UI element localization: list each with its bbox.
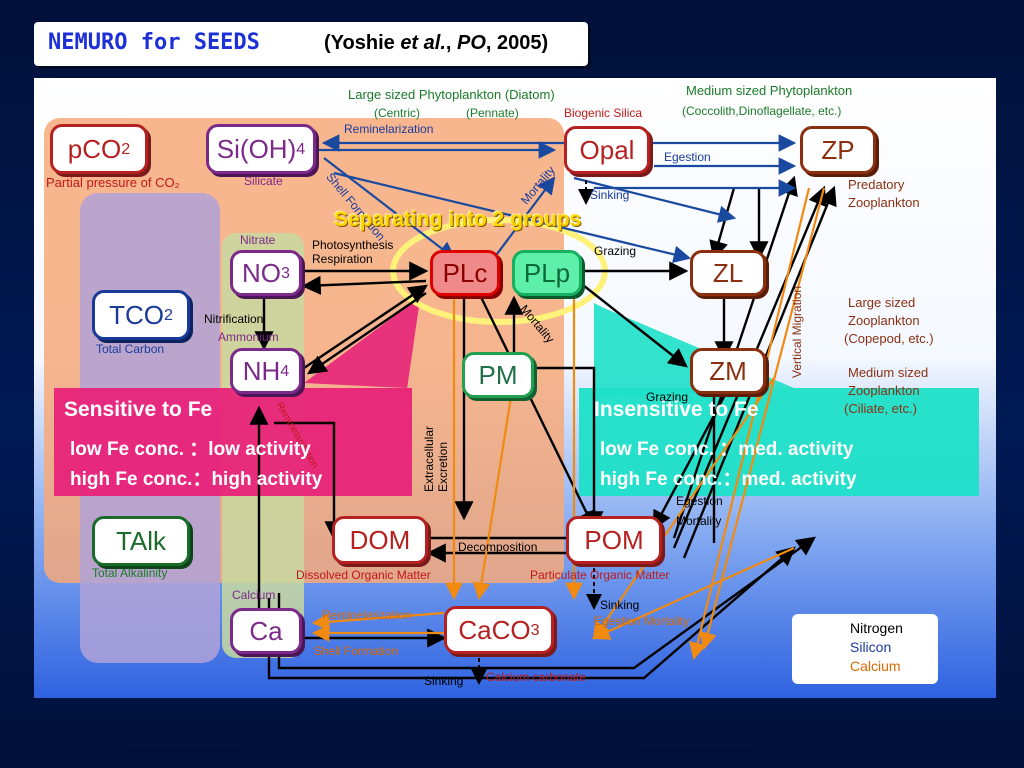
legend: Nitrogen Silicon Calcium <box>792 614 938 684</box>
pm-node: PM <box>462 352 534 398</box>
label-total-carbon: Total Carbon <box>96 342 165 356</box>
label-large-zoo-3: (Copepod, etc.) <box>844 331 934 346</box>
label-centric: (Centric) <box>374 106 421 120</box>
dom-node: DOM <box>332 516 428 564</box>
label-calcium-carbonate: Calcium carbonate <box>486 670 587 684</box>
sensitive-callout: Sensitive to Fe low Fe conc. ：low activi… <box>54 388 410 496</box>
label-grazing-top: Grazing <box>594 244 637 258</box>
label-pom-full: Particulate Organic Matter <box>530 568 670 582</box>
label-zooplankton: Zooplankton <box>848 195 920 210</box>
label-nitrification: Nitrification <box>204 312 264 326</box>
label-photosynthesis: Photosynthesis <box>312 238 394 252</box>
sioh4-node: Si(OH)4 <box>206 124 316 174</box>
label-excretion: Excretion <box>436 441 450 492</box>
title-box: NEMURO for SEEDS (Yoshie et al., PO, 200… <box>34 22 588 66</box>
separating-text: Separating into 2 groups <box>334 208 582 231</box>
label-partial-pressure: Partial pressure of CO₂ <box>46 175 180 190</box>
label-predatory: Predatory <box>848 177 905 192</box>
label-decomposition: Decomposition <box>458 540 538 554</box>
label-dom-full: Dissolved Organic Matter <box>296 568 431 582</box>
label-pennate: (Pennate) <box>466 106 519 120</box>
talk-node: TAlk <box>92 516 190 566</box>
label-grazing-mid: Grazing <box>646 390 689 404</box>
pom-node: POM <box>566 516 662 564</box>
label-vertical-migration: Vertical Migration <box>790 285 804 378</box>
label-total-alkalinity: Total Alkalinity <box>92 566 168 580</box>
plp-node: PLp <box>512 250 582 296</box>
zm-node: ZM <box>690 348 766 394</box>
label-medium-zoo-2: Zooplankton <box>848 383 920 398</box>
insensitive-line1: low Fe conc. ：med. activity <box>600 439 854 460</box>
insensitive-callout: Insensitive to Fe low Fe conc. ：med. act… <box>584 388 978 496</box>
sensitive-heading: Sensitive to Fe <box>64 398 213 421</box>
insensitive-bg <box>579 388 979 496</box>
label-calcium: Calcium <box>232 588 276 602</box>
legend-nitrogen: Nitrogen <box>850 620 903 636</box>
label-respiration: Respiration <box>312 252 373 266</box>
label-large-zoo-2: Zooplankton <box>848 313 920 328</box>
sensitive-line2: high Fe conc.：high activity <box>70 469 323 490</box>
citation: (Yoshie et al., PO, 2005) <box>324 32 549 54</box>
opal-node: Opal <box>564 126 650 174</box>
page-title: NEMURO for SEEDS <box>48 30 260 55</box>
label-medium-zoo-1: Medium sized <box>848 365 929 380</box>
label-egestion-top: Egestion <box>664 150 711 164</box>
label-extracellular: Extracellular <box>422 425 436 492</box>
ca-node: Ca <box>230 608 302 654</box>
label-egestion-mortality: Egestion Mortality <box>594 614 690 628</box>
label-medium-zoo-3: (Ciliate, etc.) <box>844 401 917 416</box>
label-shell-formation-bot: Shell Formation <box>314 644 399 658</box>
label-sinking-pom: Sinking <box>600 598 640 612</box>
label-sinking-bot: Sinking <box>424 674 464 688</box>
label-reminelarization-top: Reminelarization <box>344 122 434 136</box>
label-nitrate: Nitrate <box>240 233 276 247</box>
insensitive-heading: Insensitive to Fe <box>594 398 759 421</box>
zl-node: ZL <box>690 250 766 296</box>
label-coccolith: (Coccolith,Dinoflagellate, etc.) <box>682 104 842 118</box>
label-large-zoo-1: Large sized <box>848 295 916 310</box>
label-mortality-low: Mortality <box>676 514 722 528</box>
label-sinking-top: Sinking <box>590 188 630 202</box>
sensitive-line1: low Fe conc. ：low activity <box>70 439 311 460</box>
label-ammonium: Ammonium <box>218 330 279 344</box>
sensitive-bg <box>54 388 412 496</box>
insensitive-line2: high Fe conc.：med. activity <box>600 469 857 490</box>
label-medium-phyto: Medium sized Phytoplankton <box>686 83 853 98</box>
zp-node: ZP <box>800 126 876 174</box>
legend-silicon: Silicon <box>850 639 892 655</box>
label-egestion-low: Egestion <box>676 494 723 508</box>
label-reminelarization-bot: Reminelarization <box>322 608 412 622</box>
label-biogenic-silica: Biogenic Silica <box>564 106 643 120</box>
label-silicate: Silicate <box>244 174 283 188</box>
legend-calcium: Calcium <box>850 658 901 674</box>
label-large-phyto: Large sized Phytoplankton (Diatom) <box>348 87 555 102</box>
plc-node: PLc <box>430 250 500 296</box>
